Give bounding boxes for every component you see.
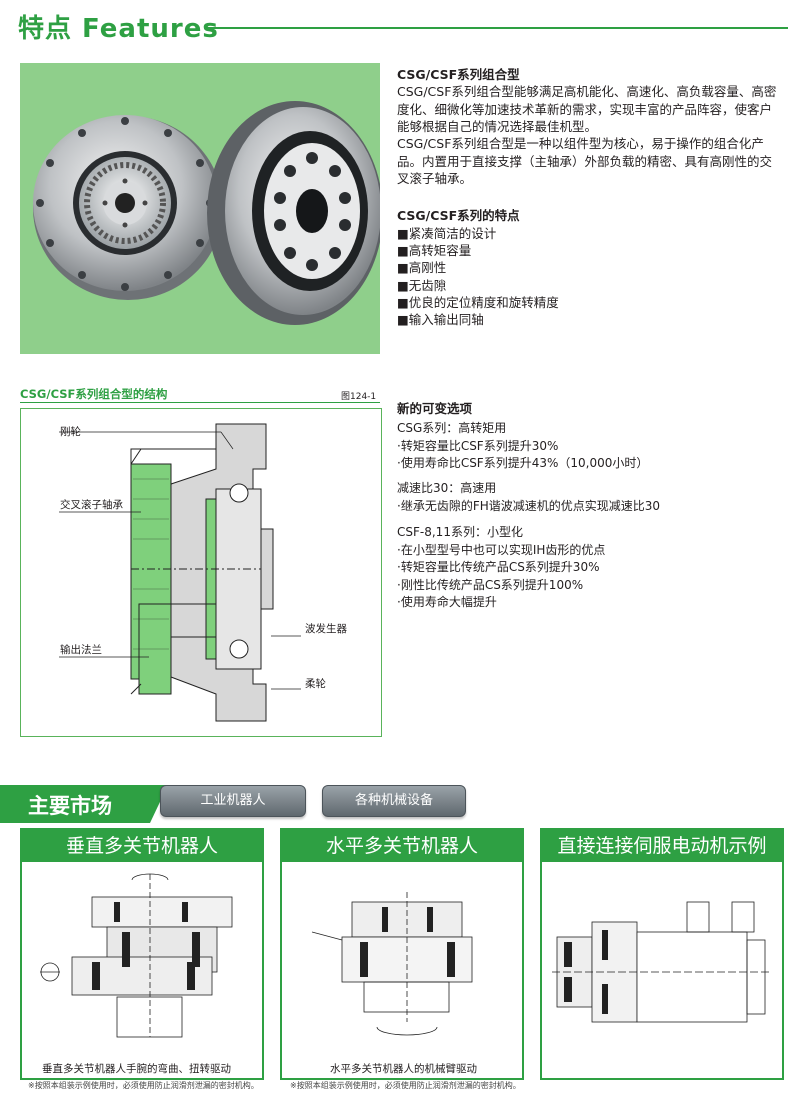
title-rule	[205, 27, 788, 29]
vertical-robot-caption: 垂直多关节机器人手腕的弯曲、扭转驱动	[42, 1063, 231, 1075]
vertical-robot-drawing	[40, 873, 233, 1038]
option-item: ·继承无齿隙的FH谐波减速机的优点实现减速比30	[397, 498, 661, 513]
gear-units-illustration	[33, 101, 380, 325]
intro-paragraph-2: CSG/CSF系列组合型是一种以组件型为核心，易于操作的组合化产品。内置用于直接…	[397, 136, 773, 186]
option-group-title: 减速比30：高速用	[397, 481, 497, 495]
feature-item: ■输入输出同轴	[397, 312, 484, 328]
servo-motor-drawing	[552, 901, 772, 1023]
features-list: ■紧凑简洁的设计 ■高转矩容量 ■高刚性 ■无齿隙 ■优良的定位精度和旋转精度 …	[397, 225, 559, 328]
market-title: 主要市场	[28, 794, 112, 818]
intro-paragraph-1: CSG/CSF系列组合型能够满足高机能化、高速化、高负载容量、高密度化、细微化等…	[397, 84, 777, 134]
option-item: ·转矩容量比CSF系列提升30%	[397, 438, 559, 453]
machinery-equipment-button[interactable]: 各种机械设备	[322, 785, 466, 817]
option-item: ·使用寿命大幅提升	[397, 595, 497, 609]
intro-heading: CSG/CSF系列组合型	[397, 67, 520, 82]
horizontal-robot-panel: 水平多关节机器人	[280, 828, 524, 1080]
features-heading: CSG/CSF系列的特点	[397, 208, 520, 223]
servo-motor-panel: 直接连接伺服电动机示例	[540, 828, 784, 1080]
figure-number: 图124-1	[341, 392, 377, 402]
options-heading: 新的可变选项	[397, 401, 473, 416]
label-output-flange: 输出法兰	[60, 644, 102, 656]
panel-title: 水平多关节机器人	[282, 830, 522, 862]
structure-title: CSG/CSF系列组合型的结构	[20, 387, 168, 401]
industrial-robot-button[interactable]: 工业机器人	[160, 785, 306, 817]
horizontal-robot-caption: 水平多关节机器人的机械臂驱动	[330, 1063, 477, 1075]
feature-item: ■无齿隙	[397, 277, 447, 293]
label-wave-generator: 波发生器	[305, 623, 347, 635]
option-group-title: CSF-8,11系列：小型化	[397, 525, 523, 539]
option-item: ·在小型型号中也可以实现IH齿形的优点	[397, 542, 606, 557]
panel-title: 垂直多关节机器人	[22, 830, 262, 862]
options-group-csg: CSG系列：高转矩用 ·转矩容量比CSF系列提升30% ·使用寿命比CSF系列提…	[397, 420, 648, 473]
options-group-ratio30: 减速比30：高速用 ·继承无齿隙的FH谐波减速机的优点实现减速比30	[397, 480, 660, 515]
horizontal-robot-drawing	[311, 892, 473, 1036]
option-item: ·使用寿命比CSF系列提升43%（10,000小时）	[397, 456, 649, 470]
label-circular-spline: 刚轮	[60, 426, 81, 438]
panel-title: 直接连接伺服电动机示例	[542, 830, 782, 862]
label-cross-roller-bearing: 交叉滚子轴承	[60, 499, 123, 511]
product-photo	[20, 63, 380, 354]
cross-section-drawing	[59, 423, 301, 722]
feature-item: ■紧凑简洁的设计	[397, 226, 497, 241]
structure-rule	[20, 402, 380, 403]
page-title: 特点 Features	[18, 14, 219, 44]
option-item: ·刚性比传统产品CS系列提升100%	[397, 577, 584, 592]
seal-note-2: ※按照本组装示例使用时，必须使用防止润滑剂泄漏的密封机构。	[290, 1081, 521, 1090]
label-flexspline: 柔轮	[305, 678, 326, 690]
seal-note-1: ※按照本组装示例使用时，必须使用防止润滑剂泄漏的密封机构。	[28, 1081, 259, 1090]
structure-diagram	[20, 408, 382, 737]
option-item: ·转矩容量比传统产品CS系列提升30%	[397, 560, 600, 574]
option-group-title: CSG系列：高转矩用	[397, 421, 507, 435]
feature-item: ■高转矩容量	[397, 243, 472, 259]
market-banner	[0, 785, 150, 823]
feature-item: ■高刚性	[397, 260, 447, 276]
options-group-csf-small: CSF-8,11系列：小型化 ·在小型型号中也可以实现IH齿形的优点 ·转矩容量…	[397, 524, 605, 612]
vertical-robot-panel: 垂直多关节机器人	[20, 828, 264, 1080]
feature-item: ■优良的定位精度和旋转精度	[397, 294, 559, 310]
